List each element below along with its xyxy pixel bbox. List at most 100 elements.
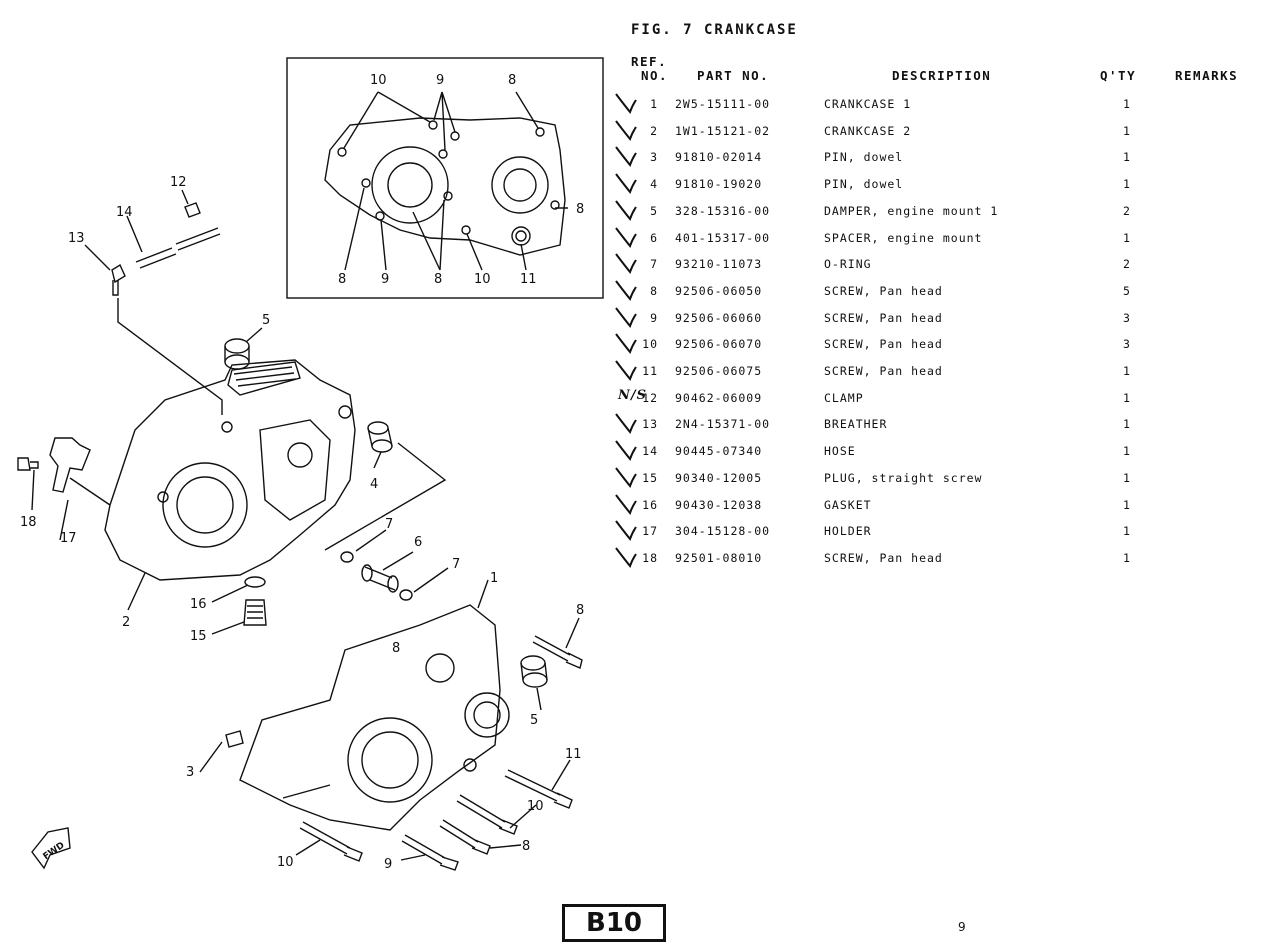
ref-cell: 1 xyxy=(650,97,658,111)
figure-title: FIG. 7 CRANKCASE xyxy=(631,22,798,38)
check-mark-icon xyxy=(615,93,637,115)
check-mark-icon xyxy=(615,280,637,301)
inset-callout: 10 xyxy=(474,272,491,287)
part-number-cell: 90445-07340 xyxy=(675,444,763,459)
description-cell: DAMPER, engine mount 1 xyxy=(824,203,999,218)
description-cell: CRANKCASE 1 xyxy=(824,97,912,111)
description-cell: SCREW, Pan head xyxy=(824,550,943,565)
inset-callout: 8 xyxy=(434,272,442,287)
callout: 14 xyxy=(116,205,133,220)
description-cell: PIN, dowel xyxy=(824,177,904,192)
inset-callout: 8 xyxy=(508,73,516,88)
part-number-cell: 93210-11073 xyxy=(675,257,763,272)
ref-cell: 10 xyxy=(642,337,658,352)
quantity-cell: 1 xyxy=(1123,444,1131,459)
quantity-cell: 1 xyxy=(1123,177,1131,192)
description-cell: SPACER, engine mount xyxy=(824,230,983,245)
check-mark-icon xyxy=(615,146,637,168)
callout: 5 xyxy=(530,713,538,728)
part-number-cell: 91810-19020 xyxy=(675,177,763,192)
callout: 5 xyxy=(262,313,270,328)
check-mark-icon xyxy=(615,467,637,488)
part-number-cell: 92506-06050 xyxy=(675,283,763,298)
part-number-cell: 92506-06075 xyxy=(675,364,763,378)
description-cell: HOSE xyxy=(824,444,856,459)
ref-cell: 14 xyxy=(642,444,658,459)
ref-cell: 17 xyxy=(642,524,658,539)
part-number-cell: 90340-12005 xyxy=(675,470,763,485)
check-mark-icon xyxy=(615,440,637,462)
callout: 13 xyxy=(68,231,85,246)
ref-cell: 18 xyxy=(642,550,658,565)
crankcase-1-outline xyxy=(239,604,501,831)
ref-cell: 6 xyxy=(650,230,658,245)
callout: 8 xyxy=(522,839,530,854)
callout: 8 xyxy=(576,603,584,618)
check-mark-icon xyxy=(615,253,637,275)
callout: 9 xyxy=(384,857,392,872)
description-cell: SCREW, Pan head xyxy=(824,283,943,298)
callout: 1 xyxy=(490,571,498,586)
check-mark-icon xyxy=(615,360,637,382)
callout: 16 xyxy=(190,597,207,612)
quantity-cell: 1 xyxy=(1123,390,1131,405)
inset-callout: 8 xyxy=(576,202,584,217)
check-mark-icon xyxy=(615,226,637,248)
fwd-label: FWD xyxy=(42,841,67,863)
inset-callout: 8 xyxy=(338,272,346,287)
callout: 12 xyxy=(170,175,187,190)
ref-cell: 16 xyxy=(642,497,658,512)
ref-cell: 15 xyxy=(642,470,658,485)
part-number-cell: 304-15128-00 xyxy=(675,524,771,539)
ref-cell: 7 xyxy=(650,257,658,272)
inset-callout: 9 xyxy=(436,73,444,88)
callout: 11 xyxy=(565,747,582,762)
callout: 3 xyxy=(186,765,194,780)
callout: 15 xyxy=(190,629,207,644)
check-mark-icon xyxy=(615,520,637,542)
description-cell: SCREW, Pan head xyxy=(824,337,943,352)
ref-cell: 2 xyxy=(650,123,658,138)
callout: 8 xyxy=(392,641,400,656)
quantity-cell: 1 xyxy=(1123,230,1131,245)
page-code: B10 xyxy=(562,904,666,942)
ref-cell: 12 xyxy=(642,390,658,405)
callout: 18 xyxy=(20,515,37,530)
crankcase-exploded-diagram: 10 9 8 8 8 9 8 10 11 12 14 13 5 4 18 17 … xyxy=(17,57,604,872)
ref-cell: 3 xyxy=(650,150,658,165)
ref-cell: 9 xyxy=(650,310,658,325)
part-number-cell: 91810-02014 xyxy=(675,150,763,165)
part-number-cell: 328-15316-00 xyxy=(675,203,771,218)
callout: 10 xyxy=(527,799,544,814)
description-cell: PLUG, straight screw xyxy=(824,470,983,485)
header-part-no: PART NO. xyxy=(697,68,770,83)
quantity-cell: 1 xyxy=(1123,150,1131,165)
quantity-cell: 1 xyxy=(1123,417,1131,432)
check-mark-icon xyxy=(615,306,637,328)
quantity-cell: 5 xyxy=(1123,283,1131,298)
header-ref-line2: NO. xyxy=(641,68,669,83)
header-qty: Q'TY xyxy=(1100,68,1137,83)
page-number: 9 xyxy=(958,920,966,934)
callout: 7 xyxy=(385,517,393,532)
description-cell: SCREW, Pan head xyxy=(824,310,943,325)
part-number-cell: 92501-08010 xyxy=(675,550,763,565)
callout: 4 xyxy=(370,477,378,492)
part-number-cell: 90430-12038 xyxy=(675,497,763,512)
description-cell: CLAMP xyxy=(824,390,864,405)
check-mark-icon xyxy=(615,547,637,568)
ref-cell: 4 xyxy=(650,177,658,192)
description-cell: O-RING xyxy=(824,257,872,272)
table-row: 14 90445-07340 HOSE 1 xyxy=(610,439,1270,465)
